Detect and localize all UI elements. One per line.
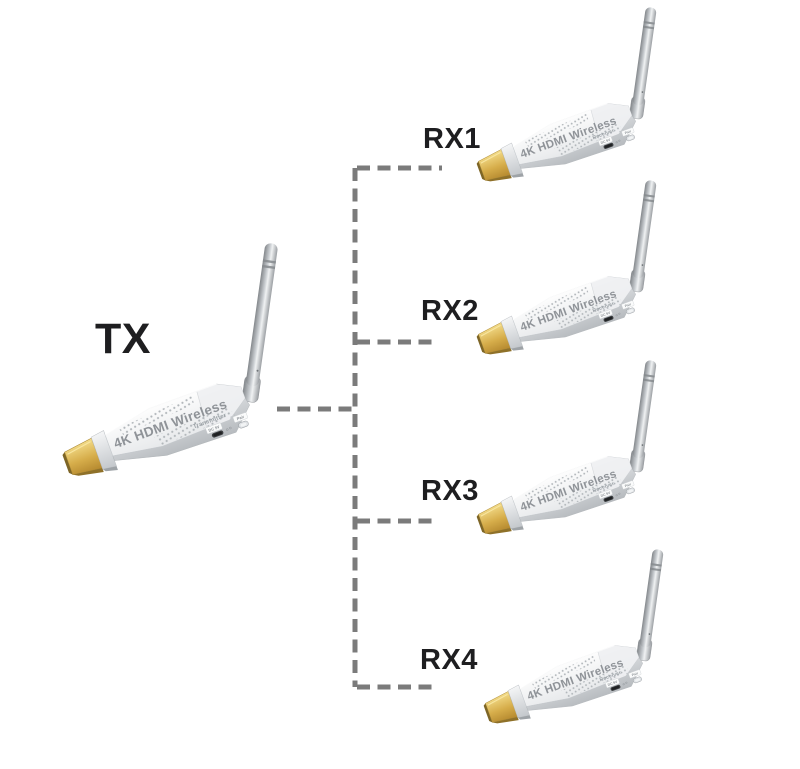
tx-pair-label: Pair [236,414,245,421]
rx4-label: RX4 [420,644,478,676]
connection-lines [277,165,442,690]
rx3-dc5v-label: DC 5V [600,491,611,498]
rx3-pair-label: Pair [624,482,632,488]
rx4-pair-label: Pair [631,671,639,677]
rx4-dc5v-label: DC 5V [607,680,618,687]
tx-device-illustration: 4K HDMI Wireless Transmitter DC 5V Pair [57,241,281,492]
tx-label: TX [95,315,151,363]
rx4-antenna [635,548,666,662]
rx1-pair-label: Pair [624,129,632,135]
rx3-label: RX3 [421,475,479,507]
rx4-device-illustration: 4K HDMI Wireless Receiver DC 5V Pair [479,548,666,737]
tx-antenna [241,241,281,404]
rx1-antenna [628,6,659,120]
rx1-label: RX1 [423,123,481,155]
rx3-antenna [628,359,659,473]
rx2-pair-label: Pair [624,302,632,308]
rx2-device-illustration: 4K HDMI Wireless Receiver DC 5V Pair [472,179,659,368]
rx2-antenna [628,179,659,293]
rx2-dc5v-label: DC 5V [600,311,611,318]
rx1-dc5v-label: DC 5V [600,138,611,145]
rx1-device-illustration: 4K HDMI Wireless Receiver DC 5V Pair [472,6,659,195]
rx2-label: RX2 [421,295,479,327]
tx-dc5v-label: DC 5V [208,424,221,433]
rx3-device-illustration: 4K HDMI Wireless Receiver DC 5V Pair [472,359,659,548]
